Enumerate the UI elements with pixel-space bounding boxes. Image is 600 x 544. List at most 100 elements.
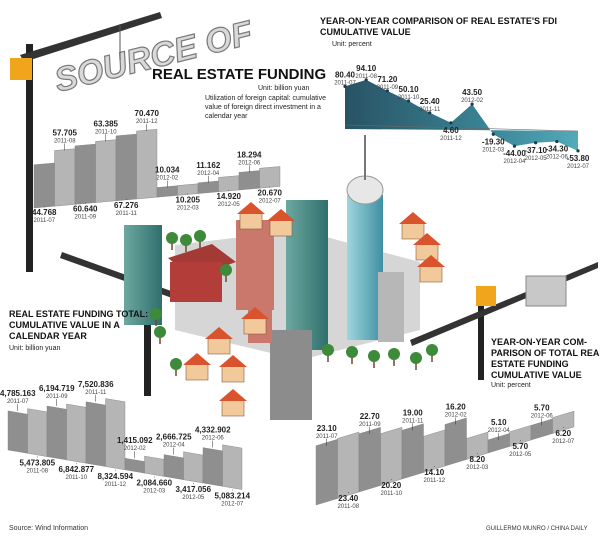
data-label: 4.60 (443, 126, 459, 135)
bar (552, 410, 575, 434)
data-point (343, 84, 347, 89)
tick-label: 2012-05 (525, 156, 548, 162)
data-label: -37.10 (524, 146, 547, 155)
tree-crown (150, 308, 162, 320)
tick-label: 2012-07 (259, 198, 282, 204)
data-label: 2,666.725 (156, 433, 192, 442)
house-roof (267, 209, 295, 221)
crane-right (410, 262, 598, 380)
data-label: 71.20 (377, 75, 398, 84)
zero-line (344, 124, 579, 132)
bar (66, 403, 87, 464)
tick-label: 2011-12 (440, 136, 462, 142)
tick-label: 2011-07 (7, 399, 29, 405)
data-point (364, 78, 368, 82)
data-label: 6,842.877 (58, 465, 94, 474)
data-label: 8.20 (469, 455, 485, 464)
house-roof (399, 212, 427, 224)
funding-yoy-chart: YEAR-ON-YEAR COM- PARISON OF TOTAL REAL … (315, 337, 600, 510)
bar (222, 444, 243, 490)
bar (315, 438, 338, 506)
data-point (406, 99, 411, 103)
tick-label: 2011-09 (74, 215, 96, 221)
data-label: 10.034 (155, 166, 180, 175)
bar (95, 139, 117, 203)
artist-credit: GUILLERMO MUNRO / CHINA DAILY (486, 526, 588, 532)
house-wall (243, 317, 267, 335)
funding-yoy-title-line-4: CUMULATIVE VALUE (491, 370, 582, 380)
tick-label: 2011-11 (419, 107, 441, 113)
data-label: 3,417.056 (175, 485, 211, 494)
data-label: 10.205 (176, 196, 201, 205)
tree-crown (154, 326, 166, 338)
data-label: 60.640 (73, 205, 98, 214)
tick-label: 2011-10 (65, 475, 87, 481)
data-label: 23.40 (338, 494, 359, 503)
data-label: 2,084.660 (136, 478, 172, 487)
bar (144, 455, 165, 477)
tick-label: 2012-06 (546, 154, 569, 160)
bar (401, 423, 424, 480)
tick-label: 2012-04 (503, 159, 526, 165)
bar (105, 398, 126, 471)
tick-label: 2011-12 (423, 478, 445, 484)
data-label: 20.20 (381, 481, 402, 490)
bar (163, 454, 184, 480)
bar (183, 451, 204, 484)
tick-label: 2012-05 (218, 202, 241, 208)
main-title: REAL ESTATE FUNDING (152, 66, 326, 83)
tick-label: 2011-07 (334, 80, 356, 86)
house-wall (419, 265, 443, 283)
tree-crown (368, 350, 380, 362)
tick-label: 2012-04 (197, 171, 220, 177)
bar (444, 417, 467, 467)
tick-label: 2011-11 (85, 390, 107, 396)
data-point (555, 139, 559, 144)
tick-label: 2011-08 (355, 74, 377, 80)
fdi-yoy-chart: YEAR-ON-YEAR COMPARISON OF REAL ESTATE'S… (320, 16, 590, 170)
funding-yoy-bars: 23.102011-0723.402011-0822.702011-0920.2… (315, 402, 575, 510)
data-label: -34.30 (545, 144, 568, 153)
tick-label: 2012-04 (163, 443, 186, 449)
houses-and-trees (150, 202, 445, 417)
funding-total-chart: REAL ESTATE FUNDING TOTAL: CUMULATIVE VA… (0, 309, 251, 508)
tick-label: 2012-07 (552, 439, 575, 445)
tick-label: 2011-09 (46, 394, 68, 400)
data-label: 6.20 (555, 429, 571, 438)
tick-label: 2011-11 (116, 211, 138, 217)
tree-crown (170, 358, 182, 370)
house-wall (239, 212, 263, 230)
house-roof (241, 307, 269, 319)
data-label: 1,415.092 (117, 436, 153, 445)
tree-crown (166, 232, 178, 244)
funding-total-unit: Unit: billion yuan (9, 345, 60, 352)
tick-label: 2011-12 (104, 482, 126, 488)
data-label: 80.40 (335, 70, 356, 79)
fdi-yoy-unit: Unit: percent (332, 41, 372, 48)
tree-crown (322, 344, 334, 356)
data-label: 67.276 (114, 201, 139, 210)
tick-label: 2012-07 (221, 502, 244, 508)
data-label: 4,332.902 (195, 426, 231, 435)
fdi-bars: 44.7682011-0757.7052011-0860.6402011-096… (32, 109, 283, 224)
house-wall (221, 365, 245, 383)
house-roof (413, 233, 441, 245)
tree-crown (410, 352, 422, 364)
funding-total-title-line-2: CUMULATIVE VALUE IN A (9, 320, 120, 330)
bar (85, 401, 106, 467)
data-label: 7,520.836 (78, 380, 114, 389)
tick-label: 2012-05 (182, 495, 205, 501)
funding-yoy-title-line-1: YEAR-ON-YEAR COM- (491, 337, 587, 347)
fdi-chart: Unit: billion yuan Utilization of foreig… (32, 85, 326, 224)
data-point (534, 141, 538, 145)
house-roof (205, 327, 233, 339)
fdi-yoy-title-line-1: YEAR-ON-YEAR COMPARISON OF REAL ESTATE'S… (320, 16, 557, 26)
house-roof (417, 255, 445, 267)
bar (259, 166, 281, 189)
tree-crown (426, 344, 438, 356)
data-label: 6,194.719 (39, 384, 75, 393)
tick-label: 2012-06 (202, 436, 225, 442)
data-label: 4,785.163 (0, 389, 36, 398)
